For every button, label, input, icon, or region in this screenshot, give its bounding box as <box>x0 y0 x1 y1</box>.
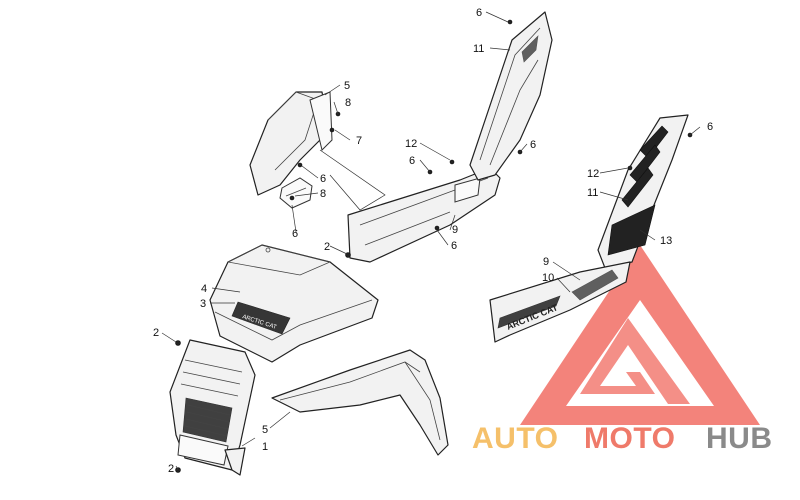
watermark-wordmark: AUTO MOTO HUB <box>472 422 773 455</box>
callout-12: 12 <box>405 138 417 150</box>
callout-5: 5 <box>344 80 350 92</box>
callout-8: 8 <box>320 188 326 200</box>
leader-lines <box>161 11 701 471</box>
callout-3: 3 <box>200 298 206 310</box>
callout-10: 10 <box>542 272 554 284</box>
watermark-word-hub: HUB <box>706 422 773 455</box>
callout-6: 6 <box>320 173 326 185</box>
watermark-word-auto: AUTO <box>472 422 558 455</box>
callout-11: 11 <box>473 43 484 55</box>
watermark-word-moto: MOTO <box>584 422 675 455</box>
hood-part: ARCTIC CAT <box>209 244 379 363</box>
bracket-part <box>279 177 313 209</box>
logo-triangle <box>520 245 760 425</box>
callout-6: 6 <box>292 228 298 240</box>
lower-side-panel-part: ARCTIC CAT <box>489 261 631 343</box>
callout-4: 4 <box>201 283 207 295</box>
callout-9: 9 <box>543 256 549 268</box>
grille-mesh <box>182 397 233 443</box>
callout-1: 1 <box>262 441 268 453</box>
callout-8: 8 <box>345 97 351 109</box>
logo-inner-arrow <box>580 318 690 404</box>
callout-6: 6 <box>530 139 536 151</box>
callout-6: 6 <box>707 121 713 133</box>
callout-5: 5 <box>262 424 268 436</box>
callout-6: 6 <box>451 240 457 252</box>
callouts: 1 2 2 2 3 4 5 5 6 6 6 6 6 6 6 7 8 8 9 9 … <box>153 7 713 475</box>
center-floor-panel-part <box>347 167 501 263</box>
side-panel-right-part <box>597 114 689 269</box>
callout-9: 9 <box>452 224 458 236</box>
callout-7: 7 <box>356 135 362 147</box>
callout-12: 12 <box>587 168 599 180</box>
front-fender-part <box>271 349 449 456</box>
watermark-logo <box>520 245 760 425</box>
front-grille-part <box>169 339 256 476</box>
side-stripes <box>607 125 669 256</box>
callout-11: 11 <box>587 187 598 199</box>
callout-13: 13 <box>660 235 672 247</box>
side-panel-left-part <box>469 11 553 181</box>
callout-2: 2 <box>168 463 174 475</box>
callout-2: 2 <box>153 327 159 339</box>
upper-shroud-part <box>249 91 386 211</box>
callout-6: 6 <box>476 7 482 19</box>
callout-6: 6 <box>409 155 415 167</box>
callout-2: 2 <box>324 241 330 253</box>
